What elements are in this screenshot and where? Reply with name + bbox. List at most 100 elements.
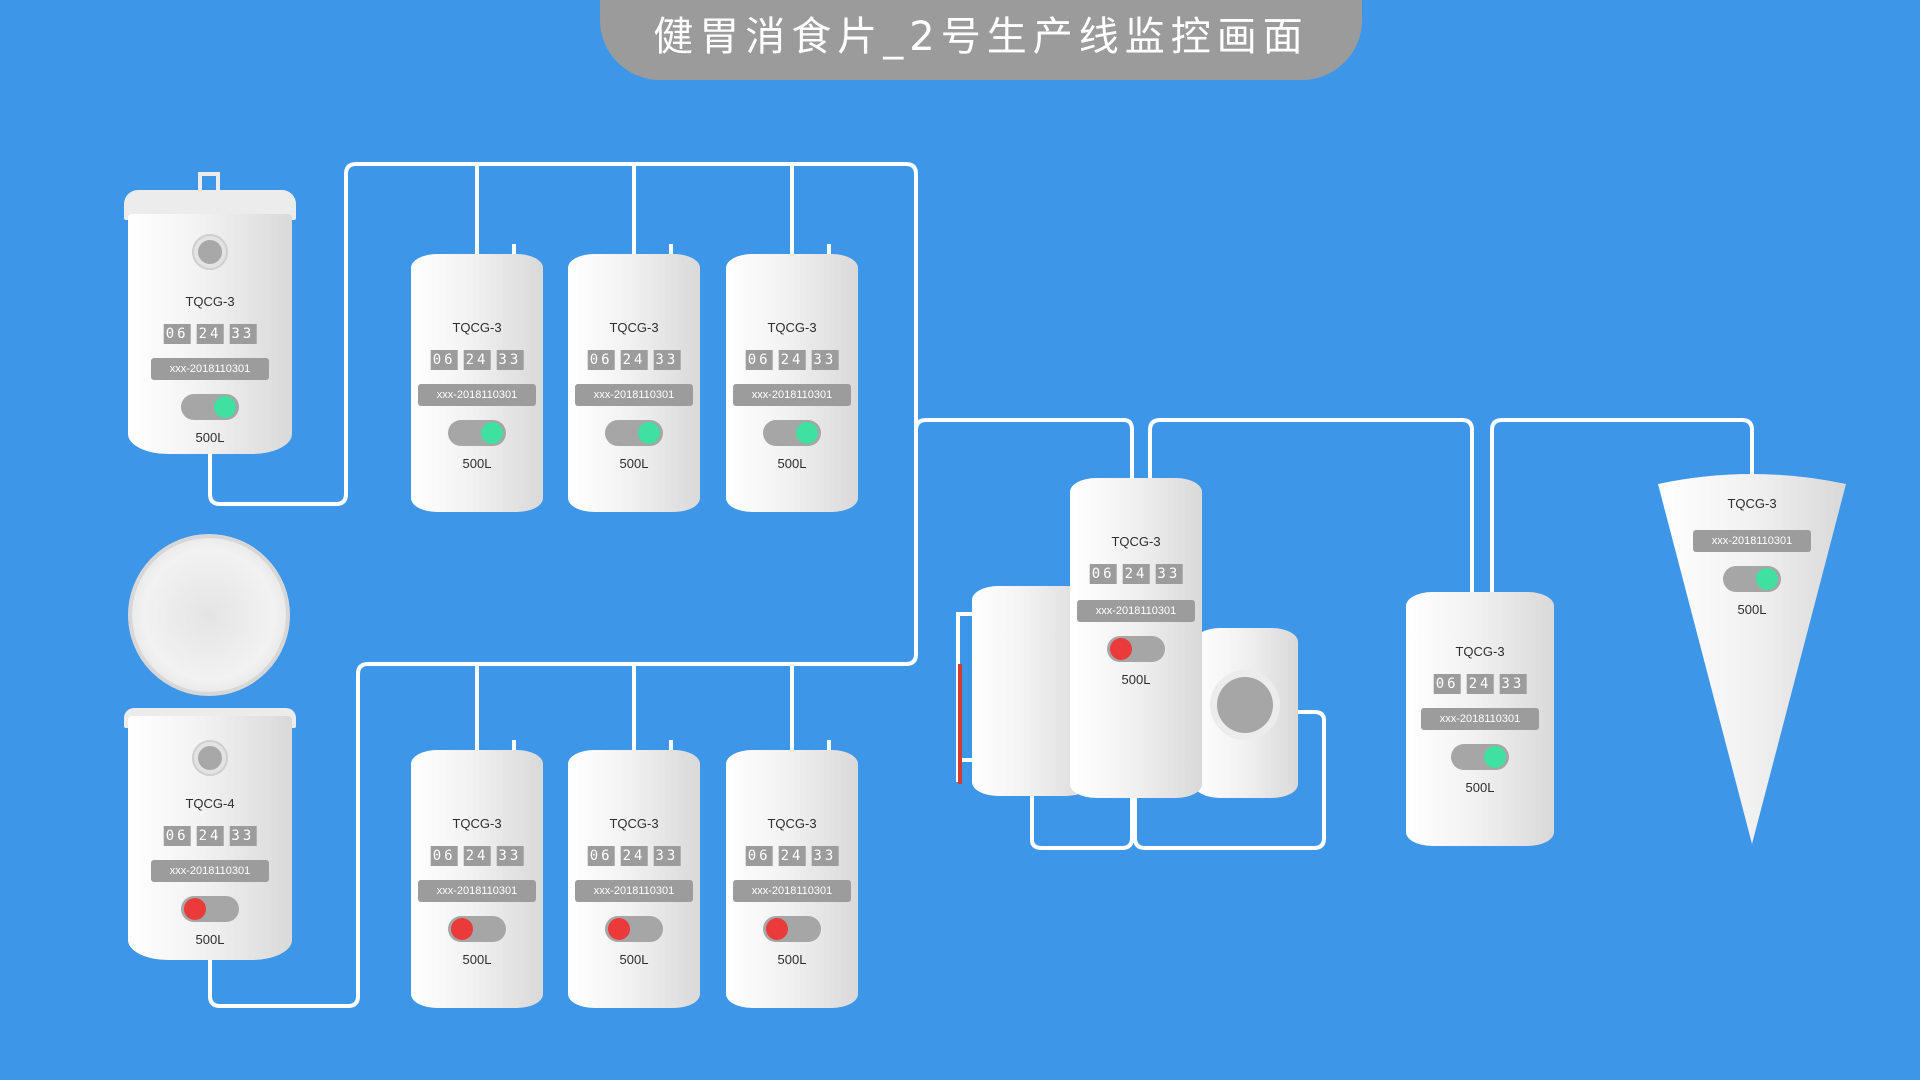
batch-code: xxx-2018110301 xyxy=(1693,530,1811,552)
page-title: 健胃消食片_2号生产线监控画面 xyxy=(653,14,1309,60)
gauge-icon xyxy=(192,740,228,776)
capacity-label: 500L xyxy=(777,456,807,471)
porthole-icon xyxy=(1210,670,1280,740)
tank-1[interactable]: TQCG-3 06 24 33 xxx-2018110301 500L xyxy=(128,214,292,454)
status-toggle[interactable] xyxy=(763,420,821,446)
timer-minutes: 24 xyxy=(778,846,806,866)
tank-11-cone xyxy=(1658,474,1846,844)
tank-2[interactable]: TQCG-4 06 24 33 xxx-2018110301 500L xyxy=(128,716,292,960)
toggle-knob xyxy=(766,918,788,940)
timer-display: 06 24 33 xyxy=(587,350,681,370)
batch-code: xxx-2018110301 xyxy=(151,860,269,882)
tank-9[interactable]: TQCG-3 06 24 33 xxx-2018110301 500L xyxy=(1070,478,1202,798)
tank-label: TQCG-3 xyxy=(185,294,235,309)
capacity-label: 500L xyxy=(777,952,807,967)
toggle-knob xyxy=(451,918,473,940)
timer-display: 06 24 33 xyxy=(430,350,524,370)
timer-display: 06 24 33 xyxy=(163,826,257,846)
capacity-label: 500L xyxy=(1121,672,1151,687)
timer-hours: 06 xyxy=(745,846,773,866)
status-toggle[interactable] xyxy=(448,916,506,942)
capacity-label: 500L xyxy=(462,952,492,967)
timer-display: 06 24 33 xyxy=(1433,674,1527,694)
toggle-knob xyxy=(481,422,503,444)
tank-label: TQCG-3 xyxy=(452,320,502,335)
status-toggle[interactable] xyxy=(181,896,239,922)
toggle-knob xyxy=(1110,638,1132,660)
timer-minutes: 24 xyxy=(196,324,224,344)
toggle-knob xyxy=(184,898,206,920)
tank-label: TQCG-3 xyxy=(609,320,659,335)
timer-seconds: 33 xyxy=(1499,674,1527,694)
timer-seconds: 33 xyxy=(1155,564,1183,584)
timer-hours: 06 xyxy=(587,350,615,370)
timer-minutes: 24 xyxy=(463,350,491,370)
tank-8[interactable]: TQCG-3 06 24 33 xxx-2018110301 500L xyxy=(726,750,858,1008)
timer-seconds: 33 xyxy=(229,324,257,344)
timer-display: 06 24 33 xyxy=(745,846,839,866)
batch-code: xxx-2018110301 xyxy=(733,880,851,902)
timer-hours: 06 xyxy=(163,826,191,846)
timer-minutes: 24 xyxy=(778,350,806,370)
timer-hours: 06 xyxy=(587,846,615,866)
timer-display: 06 24 33 xyxy=(745,350,839,370)
tank-label: TQCG-3 xyxy=(1455,644,1505,659)
timer-minutes: 24 xyxy=(1122,564,1150,584)
capacity-label: 500L xyxy=(1737,602,1767,617)
timer-seconds: 33 xyxy=(496,350,524,370)
batch-code: xxx-2018110301 xyxy=(1421,708,1539,730)
timer-minutes: 24 xyxy=(463,846,491,866)
capacity-label: 500L xyxy=(195,430,225,445)
batch-code: xxx-2018110301 xyxy=(1077,600,1195,622)
toggle-knob xyxy=(1756,568,1778,590)
status-toggle[interactable] xyxy=(605,916,663,942)
timer-minutes: 24 xyxy=(196,826,224,846)
tank-4[interactable]: TQCG-3 06 24 33 xxx-2018110301 500L xyxy=(568,254,700,512)
mixer-right-tank xyxy=(1194,628,1298,798)
tank-label: TQCG-3 xyxy=(767,816,817,831)
timer-hours: 06 xyxy=(430,846,458,866)
tank-label: TQCG-3 xyxy=(452,816,502,831)
tank-1-handle xyxy=(198,172,220,194)
tank-3[interactable]: TQCG-3 06 24 33 xxx-2018110301 500L xyxy=(411,254,543,512)
toggle-knob xyxy=(638,422,660,444)
timer-display: 06 24 33 xyxy=(430,846,524,866)
batch-code: xxx-2018110301 xyxy=(151,358,269,380)
tank-6[interactable]: TQCG-3 06 24 33 xxx-2018110301 500L xyxy=(411,750,543,1008)
timer-hours: 06 xyxy=(430,350,458,370)
toggle-knob xyxy=(214,396,236,418)
timer-display: 06 24 33 xyxy=(163,324,257,344)
batch-code: xxx-2018110301 xyxy=(575,384,693,406)
status-toggle[interactable] xyxy=(181,394,239,420)
status-toggle[interactable] xyxy=(1107,636,1165,662)
timer-display: 06 24 33 xyxy=(1089,564,1183,584)
timer-hours: 06 xyxy=(163,324,191,344)
batch-code: xxx-2018110301 xyxy=(733,384,851,406)
status-toggle[interactable] xyxy=(763,916,821,942)
tank-2-open-lid xyxy=(128,534,290,696)
tank-label: TQCG-3 xyxy=(1111,534,1161,549)
tank-5[interactable]: TQCG-3 06 24 33 xxx-2018110301 500L xyxy=(726,254,858,512)
toggle-knob xyxy=(796,422,818,444)
batch-code: xxx-2018110301 xyxy=(575,880,693,902)
tank-11[interactable]: TQCG-3 xxx-2018110301 500L xyxy=(1686,488,1818,628)
tank-10[interactable]: TQCG-3 06 24 33 xxx-2018110301 500L xyxy=(1406,592,1554,846)
status-toggle[interactable] xyxy=(1451,744,1509,770)
status-toggle[interactable] xyxy=(448,420,506,446)
capacity-label: 500L xyxy=(619,456,649,471)
timer-hours: 06 xyxy=(1433,674,1461,694)
timer-minutes: 24 xyxy=(1466,674,1494,694)
timer-seconds: 33 xyxy=(229,826,257,846)
status-toggle[interactable] xyxy=(605,420,663,446)
timer-minutes: 24 xyxy=(620,846,648,866)
capacity-label: 500L xyxy=(195,932,225,947)
capacity-label: 500L xyxy=(1465,780,1495,795)
tank-label: TQCG-3 xyxy=(1727,496,1777,511)
timer-minutes: 24 xyxy=(620,350,648,370)
tank-label: TQCG-3 xyxy=(609,816,659,831)
status-toggle[interactable] xyxy=(1723,566,1781,592)
timer-seconds: 33 xyxy=(811,350,839,370)
batch-code: xxx-2018110301 xyxy=(418,384,536,406)
tank-7[interactable]: TQCG-3 06 24 33 xxx-2018110301 500L xyxy=(568,750,700,1008)
gauge-icon xyxy=(192,234,228,270)
